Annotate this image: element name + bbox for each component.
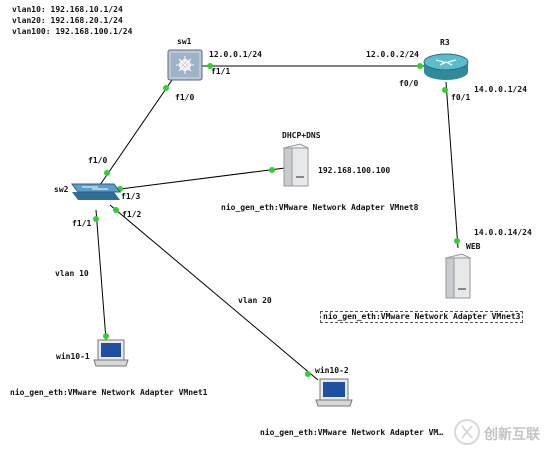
win10-1-adapter: nio_gen_eth:VMware Network Adapter VMnet… xyxy=(10,388,208,397)
sw2-label: sw2 xyxy=(54,185,69,194)
sw1-port-f1-0: f1/0 xyxy=(175,93,195,102)
vlan20-label: vlan 20 xyxy=(238,296,272,305)
port-dot xyxy=(103,333,109,339)
web-server-icon[interactable] xyxy=(444,253,472,299)
r3-router-icon[interactable] xyxy=(423,53,469,80)
sw2-port-f1-3: f1/3 xyxy=(121,192,141,201)
dhcp-ip: 192.168.100.100 xyxy=(318,166,391,175)
vlan-note: vlan20: 192.168.20.1/24 xyxy=(12,16,123,25)
watermark-text: 创新互联 xyxy=(484,427,540,443)
port-dot xyxy=(207,63,213,69)
r3-port-f0-1: f0/1 xyxy=(451,93,471,102)
link-sw2-dhcp xyxy=(111,167,286,191)
sw2-port-f1-2: f1/2 xyxy=(122,210,142,219)
port-dot xyxy=(104,170,110,176)
port-status-dots xyxy=(93,63,460,377)
sw1-label: sw1 xyxy=(177,37,192,46)
link-sw1-sw2 xyxy=(99,79,173,186)
win10-2-adapter: nio_gen_eth:VMware Network Adapter VM… xyxy=(260,428,444,437)
port-dot xyxy=(269,167,275,173)
link-r3-web xyxy=(445,81,459,249)
port-dot xyxy=(442,87,448,93)
sw2-port-f1-1: f1/1 xyxy=(72,219,92,228)
port-dot xyxy=(113,207,119,213)
vlan-note: vlan100: 192.168.100.1/24 xyxy=(12,27,133,36)
sw2-switch-icon[interactable] xyxy=(71,183,121,200)
link-sw2-win2 xyxy=(109,204,319,381)
web-adapter: nio_gen_eth:VMware Network Adapter VMnet… xyxy=(320,311,524,323)
dhcp-server-icon[interactable] xyxy=(282,143,310,187)
port-dot xyxy=(454,238,460,244)
win10-2-laptop-icon[interactable] xyxy=(315,378,353,407)
vlan10-label: vlan 10 xyxy=(55,269,89,278)
win10-1-label: win10-1 xyxy=(56,352,90,361)
sw1-switch-icon[interactable] xyxy=(167,49,203,81)
win10-2-label: win10-2 xyxy=(315,366,349,375)
r3-label: R3 xyxy=(440,38,450,47)
sw2-port-f1-0: f1/0 xyxy=(88,156,108,165)
sw1-r3-right-ip: 12.0.0.2/24 xyxy=(366,50,419,59)
port-dot xyxy=(163,85,169,91)
sw1-port-f1-1: f1/1 xyxy=(211,67,231,76)
link-sw2-win1 xyxy=(95,209,107,341)
sw1-r3-left-ip: 12.0.0.1/24 xyxy=(209,50,262,59)
r3-port-f0-0: f0/0 xyxy=(399,79,419,88)
dhcp-adapter: nio_gen_eth:VMware Network Adapter VMnet… xyxy=(221,203,419,212)
port-dot xyxy=(305,371,311,377)
port-dot xyxy=(93,216,99,222)
port-dot xyxy=(417,63,423,69)
dhcp-label: DHCP+DNS xyxy=(282,131,321,140)
watermark-logo xyxy=(454,419,480,445)
win10-1-laptop-icon[interactable] xyxy=(93,339,129,367)
web-label: WEB xyxy=(466,242,481,251)
vlan-note: vlan10: 192.168.10.1/24 xyxy=(12,5,123,14)
web-ip: 14.0.0.14/24 xyxy=(474,228,532,237)
r3-web-ip: 14.0.0.1/24 xyxy=(474,85,527,94)
